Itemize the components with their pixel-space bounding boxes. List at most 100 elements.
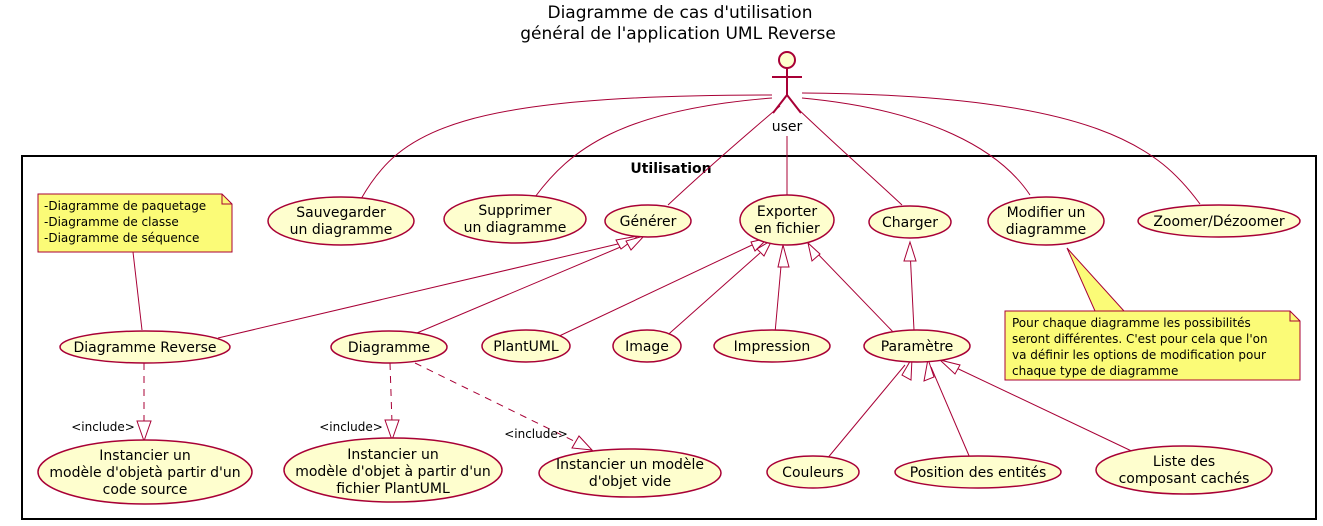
use-case-exporter[interactable]: Exporter en fichier	[739, 194, 835, 246]
use-case-label: Image	[625, 339, 669, 355]
use-case-instancier-plantuml[interactable]: Instancier un modèle d'objet à partir d'…	[283, 437, 503, 503]
use-case-parametre[interactable]: Paramètre	[863, 329, 971, 363]
use-case-label: un diagramme	[290, 222, 393, 238]
include-label-1: <include>	[71, 420, 135, 434]
use-case-label: Instancier un	[99, 448, 190, 464]
assoc-modifier	[801, 97, 1031, 196]
use-case-instancier-vide[interactable]: Instancier un modèle d'objet vide	[538, 448, 722, 498]
note-connector-modification	[1066, 247, 1126, 312]
arrowhead-include-3	[571, 435, 594, 451]
note-line: va définir les options de modification p…	[1012, 348, 1266, 362]
assoc-sauvegarder	[360, 94, 773, 200]
actor-user[interactable]: user	[772, 51, 803, 135]
include-diagramme-vide	[414, 362, 579, 444]
use-case-label: Modifier un	[1007, 205, 1086, 221]
actor-associations	[360, 92, 1201, 206]
note-line: -Diagramme de classe	[44, 215, 179, 229]
use-case-label: modèle d'objetà partir d'un	[49, 465, 240, 481]
note-line: Pour chaque diagramme les possibilités	[1012, 316, 1251, 330]
use-case-label: Paramètre	[881, 339, 954, 355]
gen-impression-exporter	[774, 254, 783, 334]
use-case-zoomer[interactable]: Zoomer/Dézoomer	[1137, 204, 1301, 238]
arrow-heads	[136, 235, 961, 451]
note-line: seront différentes. C'est pour cela que …	[1012, 332, 1268, 346]
gen-couleurs-parametre	[825, 364, 906, 461]
use-case-label: Charger	[882, 215, 938, 231]
arrowhead-generer-2	[625, 235, 646, 251]
use-case-label: PlantUML	[493, 339, 559, 355]
use-case-label: composant cachés	[1119, 471, 1250, 487]
use-case-position[interactable]: Position des entités	[894, 455, 1062, 489]
package-name: Utilisation	[630, 161, 711, 177]
arrowhead-include-1	[136, 420, 152, 443]
actor-body-icon	[772, 68, 802, 114]
use-case-label: modèle d'objet à partir d'un	[295, 464, 491, 480]
arrowhead-parametre-2	[923, 358, 935, 382]
use-case-label: Diagramme	[348, 340, 430, 356]
use-case-generer[interactable]: Générer	[604, 204, 692, 238]
arrowhead-parametre-1	[901, 357, 913, 381]
use-case-label: Impression	[734, 339, 811, 355]
use-case-diagramme-reverse[interactable]: Diagramme Reverse	[59, 330, 231, 364]
use-case-modifier[interactable]: Modifier un diagramme	[987, 196, 1105, 246]
assoc-zoomer	[801, 92, 1201, 205]
use-case-image[interactable]: Image	[612, 329, 682, 363]
note-line: chaque type de diagramme	[1012, 364, 1178, 378]
note-connector-diagram-types	[132, 251, 143, 331]
gen-position-parametre	[930, 366, 971, 459]
use-case-plantuml[interactable]: PlantUML	[481, 329, 571, 363]
gen-image-exporter	[661, 252, 761, 341]
use-case-label: Générer	[620, 214, 677, 230]
use-case-supprimer[interactable]: Supprimer un diagramme	[443, 194, 587, 244]
gen-parametre-exporter	[814, 250, 896, 335]
use-case-label: un diagramme	[464, 220, 567, 236]
include-label-3: <include>	[504, 427, 568, 441]
use-case-impression[interactable]: Impression	[713, 329, 831, 363]
use-case-label: Diagramme Reverse	[73, 340, 216, 356]
use-case-label: en fichier	[754, 221, 820, 237]
use-case-label: d'objet vide	[589, 474, 671, 490]
use-case-label: Instancier un modèle	[556, 457, 704, 473]
use-case-label: code source	[103, 482, 188, 498]
note-modification: Pour chaque diagramme les possibilités s…	[1004, 310, 1301, 381]
actor-head-icon	[778, 51, 796, 69]
actor-name: user	[772, 119, 803, 135]
use-case-label: Zoomer/Dézoomer	[1153, 214, 1285, 230]
diagram-title-line-1: Diagramme de cas d'utilisation	[547, 3, 812, 23]
note-line: -Diagramme de paquetage	[44, 199, 206, 213]
use-case-label: Supprimer	[478, 203, 551, 219]
arrowhead-exporter-2	[756, 238, 774, 257]
use-case-diagramme[interactable]: Diagramme	[330, 330, 448, 364]
use-case-label: Liste des	[1153, 454, 1215, 470]
arrowhead-include-2	[384, 419, 400, 442]
use-case-label: Instancier un	[347, 447, 438, 463]
assoc-supprimer	[534, 97, 773, 198]
use-case-charger[interactable]: Charger	[868, 205, 952, 239]
use-case-instancier-source[interactable]: Instancier un modèle d'objetà partir d'u…	[37, 439, 253, 505]
use-case-label: Exporter	[757, 204, 817, 220]
use-case-label: Sauvegarder	[296, 205, 386, 221]
assoc-generer	[667, 105, 781, 206]
assoc-charger	[794, 105, 903, 206]
use-case-sauvegarder[interactable]: Sauvegarder un diagramme	[267, 196, 415, 246]
use-case-label: Couleurs	[782, 465, 844, 481]
use-case-label: fichier PlantUML	[336, 481, 450, 497]
note-line: -Diagramme de séquence	[44, 231, 199, 245]
gen-parametre-charger	[909, 249, 915, 331]
arrowhead-parametre-3	[938, 359, 961, 375]
use-case-liste[interactable]: Liste des composant cachés	[1095, 445, 1273, 495]
gen-reverse-generer	[217, 242, 623, 339]
relationship-lines	[132, 242, 1141, 461]
diagram-title-line-2: général de l'application UML Reverse	[520, 24, 836, 44]
use-case-label: Position des entités	[910, 465, 1046, 481]
gen-diagramme-generer	[404, 242, 631, 339]
gen-liste-parametre	[947, 363, 1141, 456]
arrowhead-exporter-4	[807, 241, 821, 262]
use-case-couleurs[interactable]: Couleurs	[766, 455, 860, 489]
note-diagram-types: -Diagramme de paquetage -Diagramme de cl…	[37, 193, 233, 253]
include-label-2: <include>	[319, 420, 383, 434]
use-case-label: diagramme	[1006, 222, 1086, 238]
include-diagramme-plantuml	[389, 362, 393, 424]
arrowhead-charger	[903, 240, 917, 262]
